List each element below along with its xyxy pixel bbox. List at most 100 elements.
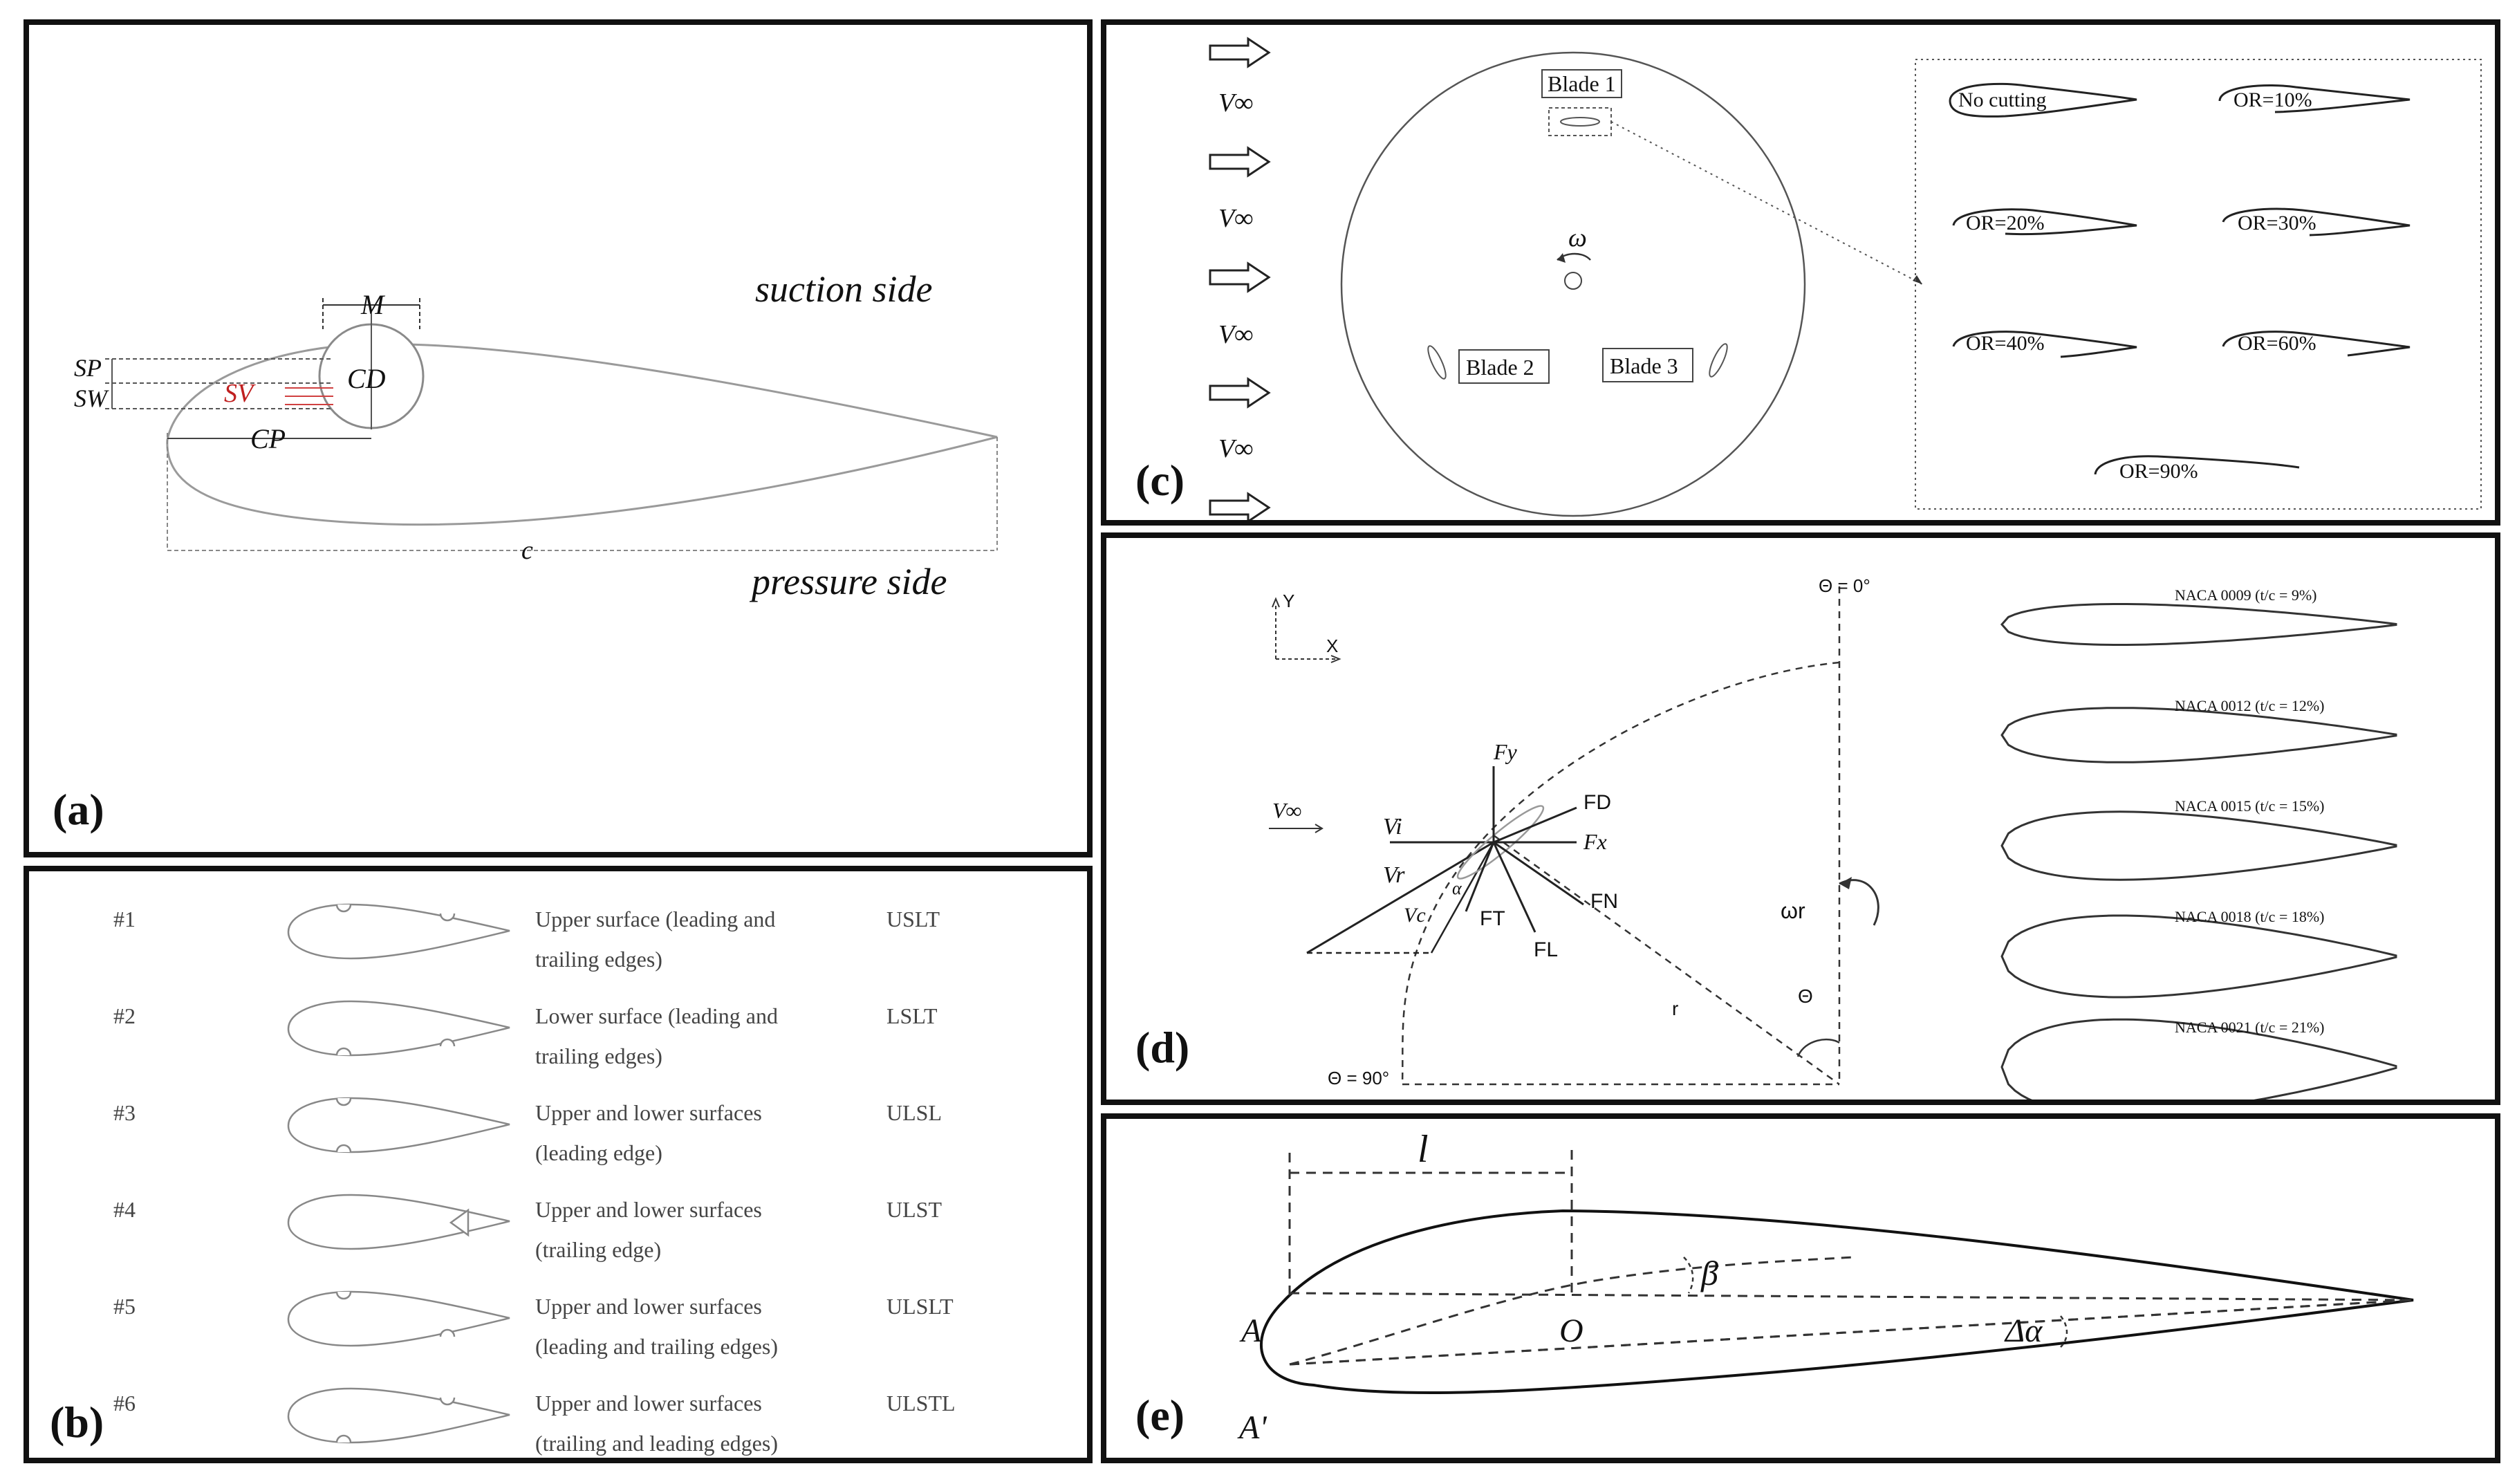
l-label: l bbox=[1418, 1128, 1429, 1171]
v-inf-2: V∞ bbox=[1218, 204, 1253, 233]
profile-or20 bbox=[1952, 208, 2137, 236]
row-code-3: ULSL bbox=[886, 1100, 942, 1125]
theta0-label: Θ = 0° bbox=[1819, 575, 1870, 596]
airfoil-outline bbox=[166, 343, 998, 526]
row-num-1: #1 bbox=[113, 907, 136, 931]
label-SP: SP bbox=[74, 354, 102, 382]
rotor-circle bbox=[1340, 51, 1806, 517]
row-desc-5: Upper and lower surfaces(leading and tra… bbox=[535, 1294, 778, 1359]
vi-label: Vi bbox=[1383, 814, 1402, 840]
blade-2-label: Blade 2 bbox=[1466, 355, 1534, 380]
profile-label-no-cutting: No cutting bbox=[1958, 89, 2047, 111]
fd-label: FD bbox=[1583, 791, 1611, 814]
row-num-3: #3 bbox=[113, 1100, 136, 1125]
airfoil-e-outline bbox=[1260, 1209, 2414, 1395]
rotor-shaft bbox=[1564, 272, 1582, 290]
foil-4 bbox=[287, 1194, 511, 1250]
o-label: O bbox=[1559, 1313, 1583, 1349]
naca-profile-2 bbox=[2000, 707, 2397, 763]
axis-y-label: Y bbox=[1283, 591, 1294, 611]
omega-label: ω bbox=[1568, 223, 1587, 252]
profile-or60 bbox=[2222, 331, 2411, 357]
vr-label: Vr bbox=[1383, 862, 1405, 888]
label-SV: SV bbox=[224, 379, 256, 408]
foil-6 bbox=[287, 1387, 511, 1444]
profile-or40 bbox=[1952, 331, 2137, 358]
theta90-label: Θ = 90° bbox=[1328, 1068, 1389, 1088]
foil-5 bbox=[287, 1290, 511, 1347]
row-num-4: #4 bbox=[113, 1197, 136, 1222]
foil-3 bbox=[287, 1097, 511, 1153]
row-code-6: ULSTL bbox=[886, 1391, 956, 1416]
label-CP: CP bbox=[250, 423, 286, 454]
delta-alpha-label: Δα bbox=[2004, 1313, 2043, 1349]
profile-label-or60: OR=60% bbox=[2238, 332, 2316, 355]
blade-1-label: Blade 1 bbox=[1548, 71, 1616, 96]
profile-label-or10: OR=10% bbox=[2233, 89, 2312, 111]
panel-d: Y X Θ = 0° Θ = 90° r Θ ωr V∞ Vi Vr Vc α … bbox=[1101, 532, 2500, 1105]
naca-label-3: NACA 0015 (t/c = 15%) bbox=[2175, 797, 2325, 815]
pressure-side-label: pressure side bbox=[749, 561, 947, 602]
panel-c: V∞ V∞ V∞ V∞ ω Blade 1 Blade 2 Blade 3 bbox=[1101, 19, 2500, 526]
row-desc-6: Upper and lower surfaces(trailing and le… bbox=[535, 1391, 778, 1456]
panel-c-figure: V∞ V∞ V∞ V∞ ω Blade 1 Blade 2 Blade 3 bbox=[1209, 37, 2482, 520]
fy-label: Fy bbox=[1493, 739, 1518, 764]
panel-e-figure: l A A' O β Δα bbox=[1237, 1128, 2414, 1446]
row-num-6: #6 bbox=[113, 1391, 136, 1416]
label-SW: SW bbox=[74, 384, 109, 412]
profiles-box bbox=[1915, 59, 2482, 510]
panel-a: M CD SP SW SV CP c suction side pressure… bbox=[24, 19, 1093, 857]
label-CD: CD bbox=[347, 363, 386, 394]
fx-label: Fx bbox=[1583, 829, 1607, 854]
row-code-4: ULST bbox=[886, 1197, 942, 1222]
naca-profile-3 bbox=[2000, 810, 2397, 881]
panel-e-label: (e) bbox=[1135, 1391, 1185, 1440]
a-label: A bbox=[1239, 1313, 1262, 1349]
foil-1 bbox=[287, 903, 511, 960]
alpha-label: α bbox=[1452, 878, 1462, 898]
profile-or30 bbox=[2222, 207, 2411, 236]
naca-label-1: NACA 0009 (t/c = 9%) bbox=[2175, 586, 2317, 604]
panel-b-label: (b) bbox=[50, 1398, 104, 1447]
ft-label: FT bbox=[1480, 907, 1505, 930]
flow-arrows bbox=[1209, 37, 1271, 520]
naca-label-2: NACA 0012 (t/c = 12%) bbox=[2175, 697, 2325, 714]
v-inf-label: V∞ bbox=[1272, 798, 1301, 823]
row-desc-4: Upper and lower surfaces(trailing edge) bbox=[535, 1197, 762, 1262]
naca-profile-4 bbox=[2000, 914, 2397, 999]
panel-d-figure: Y X Θ = 0° Θ = 90° r Θ ωr V∞ Vi Vr Vc α … bbox=[1269, 575, 2397, 1100]
row-code-1: USLT bbox=[886, 907, 940, 931]
panel-e: l A A' O β Δα (e) bbox=[1101, 1113, 2500, 1463]
profile-label-or40: OR=40% bbox=[1966, 332, 2045, 355]
v-inf-3: V∞ bbox=[1218, 320, 1253, 349]
axis-x-label: X bbox=[1326, 636, 1338, 656]
profile-label-or90: OR=90% bbox=[2119, 460, 2198, 483]
vc-label: Vc bbox=[1404, 904, 1426, 927]
profile-or90 bbox=[2094, 455, 2300, 475]
profile-or10 bbox=[2218, 84, 2411, 113]
label-M: M bbox=[360, 289, 386, 320]
r-label: r bbox=[1672, 998, 1678, 1019]
row-code-5: ULSLT bbox=[886, 1294, 954, 1319]
theta-label: Θ bbox=[1798, 985, 1813, 1007]
panel-d-label: (d) bbox=[1135, 1023, 1190, 1072]
naca-profile-1 bbox=[2000, 603, 2397, 646]
naca-profiles: NACA 0009 (t/c = 9%) NACA 0012 (t/c = 12%… bbox=[2000, 586, 2397, 1100]
profile-label-or30: OR=30% bbox=[2238, 212, 2316, 234]
blade-3-label: Blade 3 bbox=[1610, 353, 1678, 378]
fn-label: FN bbox=[1590, 890, 1618, 913]
row-code-2: LSLT bbox=[886, 1003, 938, 1028]
a-prime-label: A' bbox=[1237, 1409, 1267, 1446]
omega-r-label: ωr bbox=[1781, 898, 1805, 923]
v-inf-1: V∞ bbox=[1218, 89, 1253, 118]
naca-profile-5 bbox=[2000, 1018, 2397, 1100]
naca-label-5: NACA 0021 (t/c = 21%) bbox=[2175, 1019, 2325, 1036]
naca-label-4: NACA 0018 (t/c = 18%) bbox=[2175, 908, 2325, 925]
row-num-2: #2 bbox=[113, 1003, 136, 1028]
beta-label: β bbox=[1700, 1254, 1718, 1292]
panel-c-label: (c) bbox=[1135, 456, 1185, 505]
panel-a-figure: M CD SP SW SV CP c suction side pressure… bbox=[74, 268, 998, 602]
profile-no-cutting bbox=[1949, 82, 2137, 118]
